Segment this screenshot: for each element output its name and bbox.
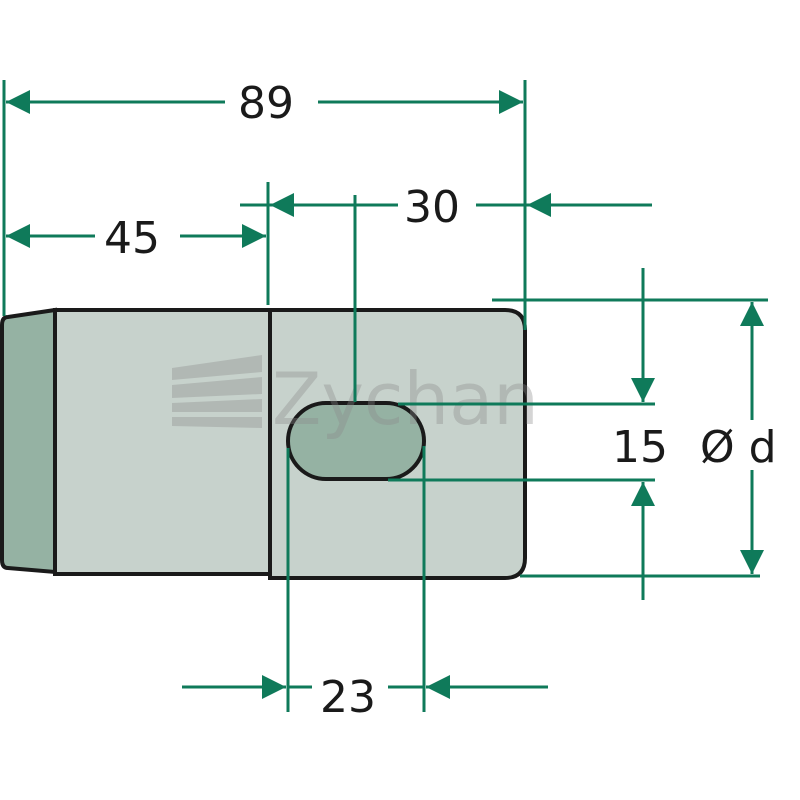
dim-15: 15 [612, 268, 668, 600]
watermark: Zychan [172, 355, 539, 441]
dimension-lines [2, 80, 768, 712]
watermark-text: Zychan [272, 357, 539, 441]
dim-30: 30 [240, 182, 652, 233]
dim-45-label: 45 [104, 213, 160, 264]
dim-89: 89 [5, 78, 523, 129]
dim-diameter: Ø d [700, 302, 777, 574]
end-ring [0, 307, 57, 575]
dim-diameter-label: Ø d [700, 422, 777, 473]
dim-23: 23 [182, 672, 548, 723]
slot [286, 401, 426, 481]
dim-30-label: 30 [404, 182, 460, 233]
dim-45: 45 [5, 213, 266, 264]
dim-15-label: 15 [612, 422, 668, 473]
part-body [0, 307, 527, 580]
cylinder-section-1 [53, 308, 272, 576]
watermark-logo [172, 355, 262, 428]
dim-23-label: 23 [320, 672, 376, 723]
dim-89-label: 89 [238, 78, 294, 129]
